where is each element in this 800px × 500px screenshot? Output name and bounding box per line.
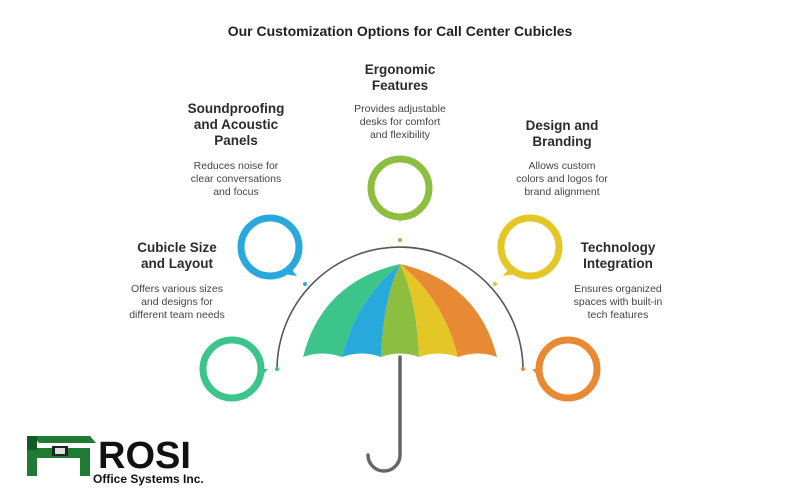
option-heading-ergonomic: Ergonomic Features xyxy=(364,62,436,93)
option-desc-size-layout: Offers various sizes and designs for dif… xyxy=(129,283,225,321)
rosi-logo-icon xyxy=(27,436,96,476)
arc-dot-3 xyxy=(398,238,402,242)
canopy-panel-yellow xyxy=(400,264,458,357)
umbrella-handle xyxy=(366,355,402,473)
canopy-panel-blue xyxy=(342,264,400,357)
option-circle-soundproofing xyxy=(237,214,303,280)
option-desc-ergonomic: Provides adjustable desks for comfort an… xyxy=(354,103,446,141)
option-desc-soundproofing: Reduces noise for clear conversations an… xyxy=(190,160,282,198)
option-circle-technology xyxy=(532,336,601,402)
arc-dot-4 xyxy=(493,282,497,286)
option-circle-size-layout xyxy=(199,336,268,402)
option-circle-design-branding xyxy=(497,214,563,280)
arc-dot-5 xyxy=(521,367,525,371)
option-desc-technology: Ensures organized spaces with built-in t… xyxy=(573,283,663,321)
option-heading-size-layout: Cubicle Size and Layout xyxy=(137,240,217,271)
canopy-panel-green xyxy=(303,264,400,357)
arc-dot-1 xyxy=(275,367,279,371)
option-circle-ergonomic xyxy=(367,155,433,222)
logo-subtitle: Office Systems Inc. xyxy=(93,472,204,486)
option-heading-soundproofing: Soundproofing and Acoustic Panels xyxy=(187,101,285,148)
canopy-panel-orange xyxy=(400,264,497,357)
page-title: Our Customization Options for Call Cente… xyxy=(227,23,573,39)
option-heading-design-branding: Design and Branding xyxy=(525,118,599,149)
logo-name: ROSI xyxy=(98,435,191,477)
connector-arc xyxy=(276,246,524,371)
option-desc-design-branding: Allows custom colors and logos for brand… xyxy=(516,160,608,198)
option-heading-technology: Technology Integration xyxy=(580,240,656,271)
arc-dot-2 xyxy=(303,282,307,286)
umbrella-canopy xyxy=(303,264,497,357)
canopy-panel-lime xyxy=(381,264,419,357)
